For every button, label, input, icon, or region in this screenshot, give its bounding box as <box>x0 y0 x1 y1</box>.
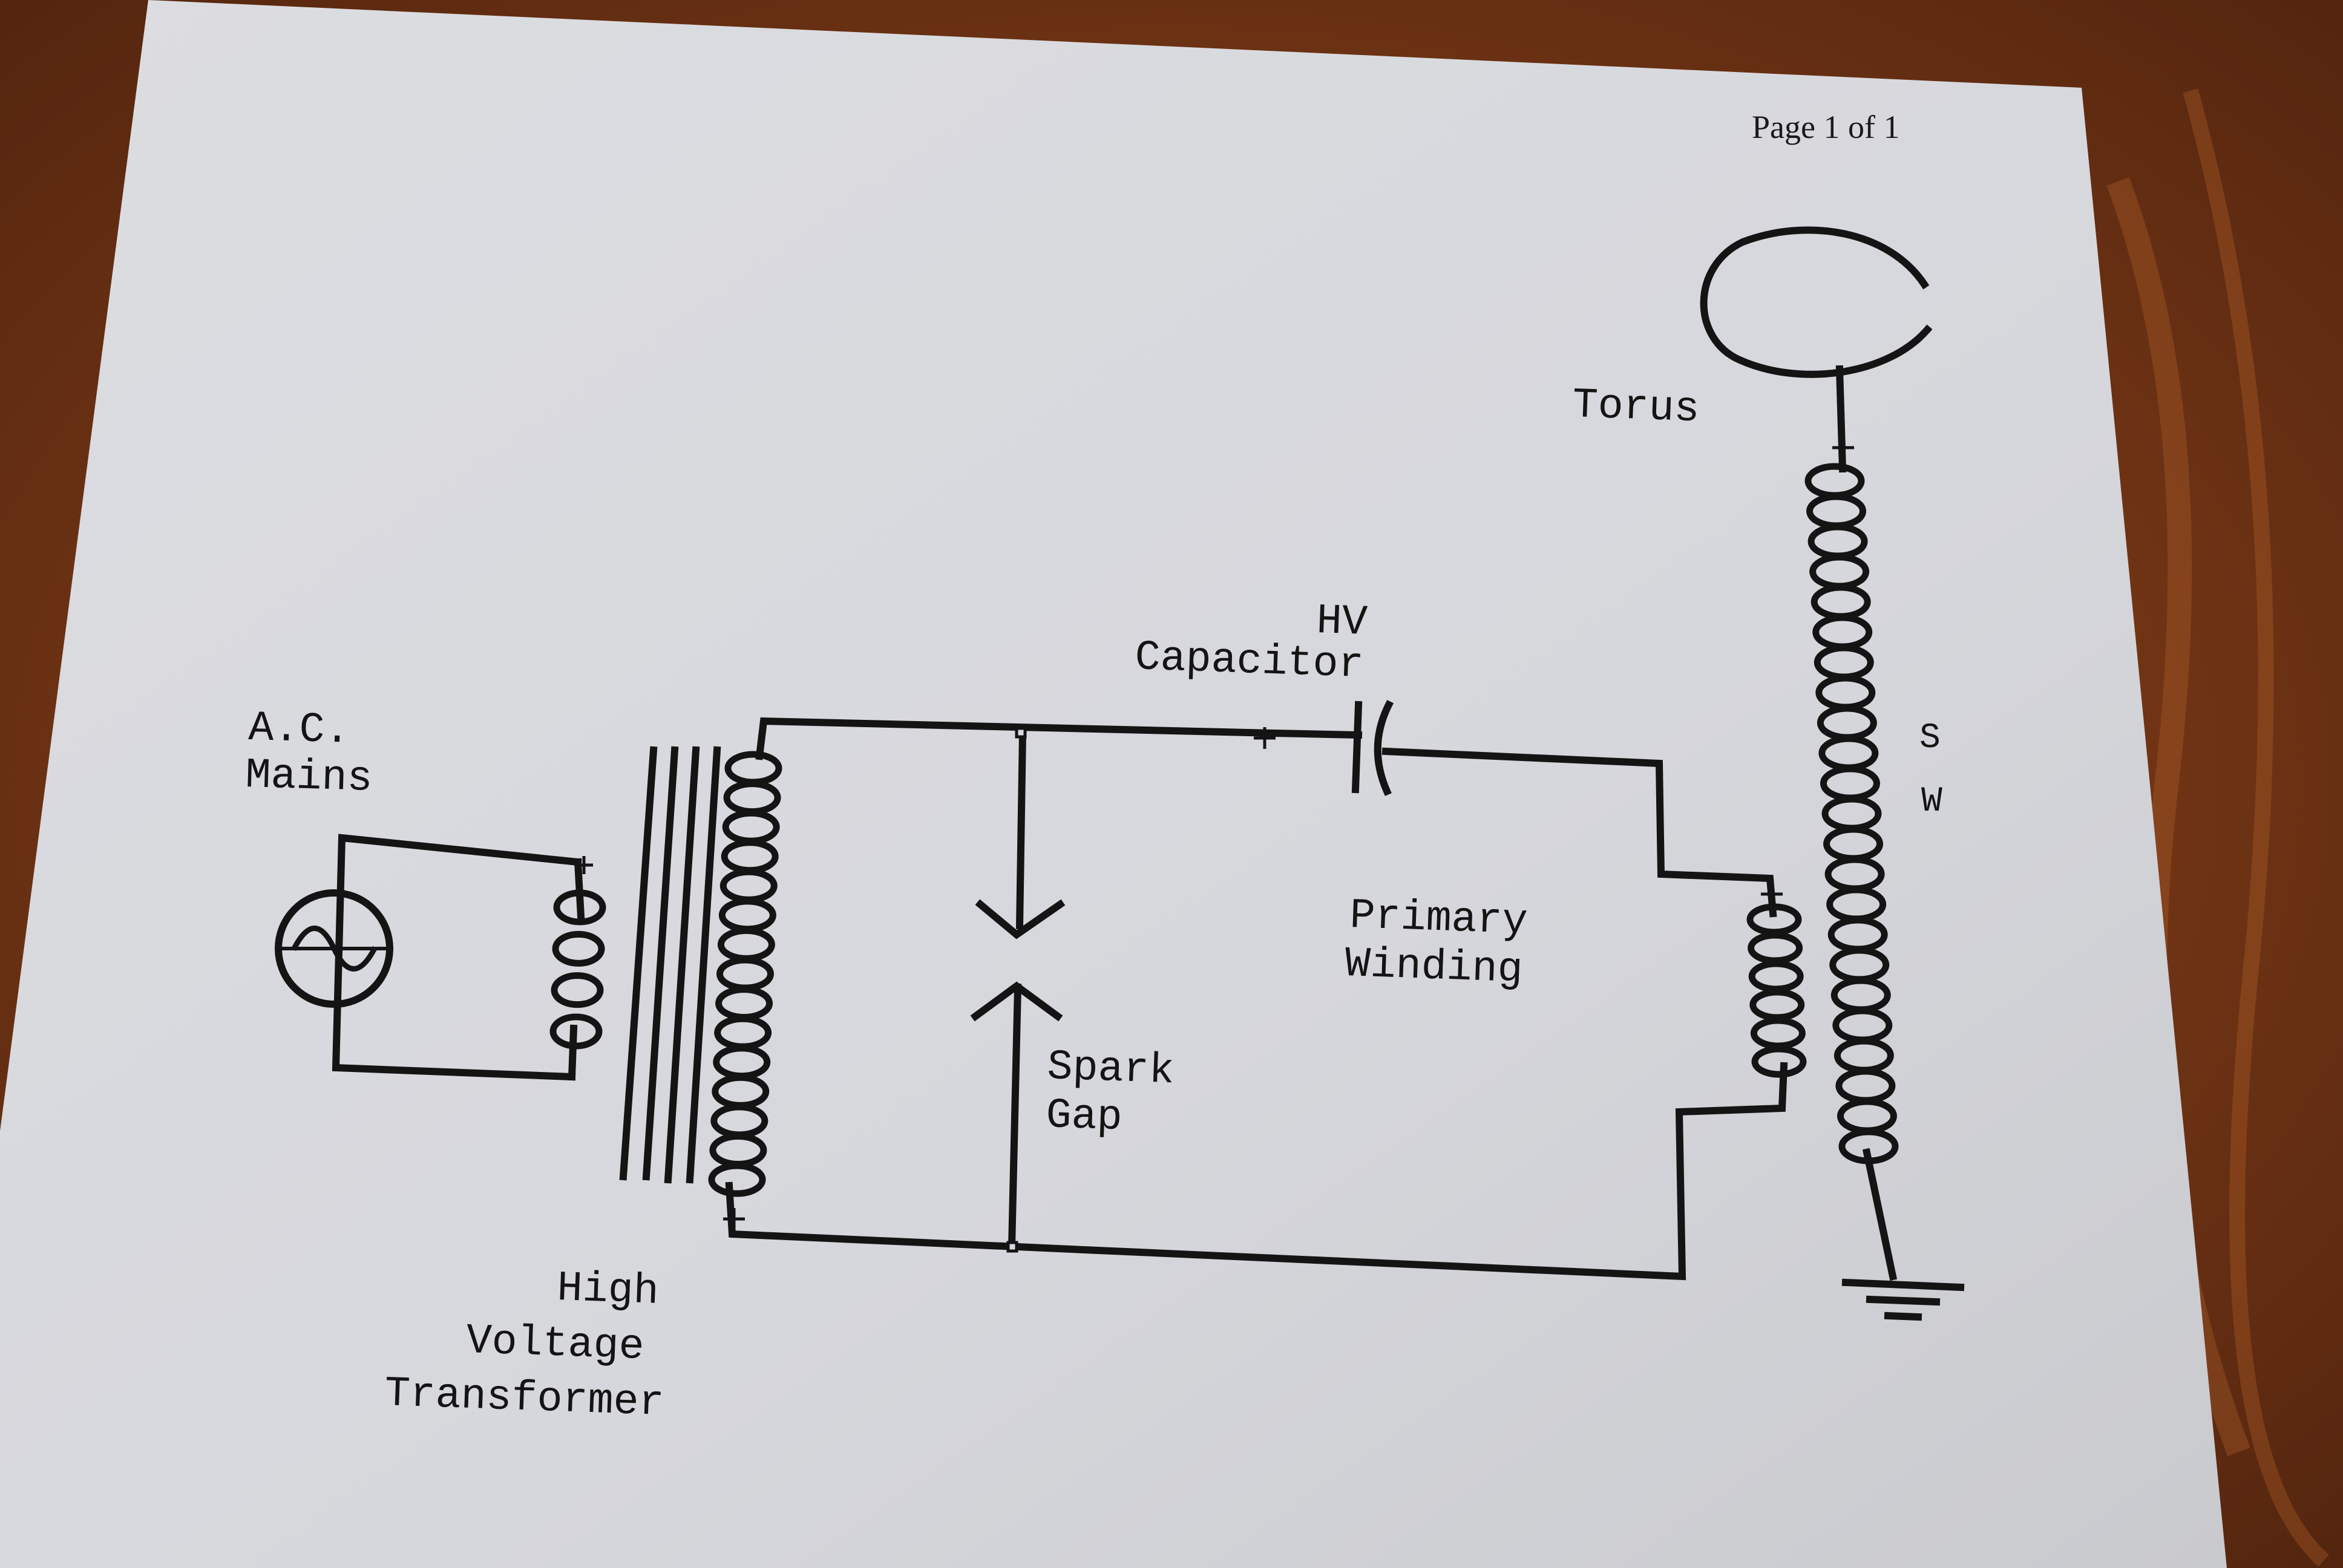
mains-primary-coil <box>549 889 606 1050</box>
transformer-core-line <box>686 746 721 1184</box>
coil-group <box>549 463 1899 1197</box>
primary-winding-label: Primary <box>1349 892 1529 946</box>
hv-secondary-coil <box>708 751 782 1197</box>
mains-wire <box>568 1024 578 1081</box>
ac-mains-label: Mains <box>244 752 373 803</box>
junction-dot <box>1015 727 1027 739</box>
polarity-mark <box>1254 727 1276 749</box>
hv-transformer-label: Voltage <box>465 1318 645 1371</box>
ac-mains-label: A.C. <box>247 705 350 756</box>
spark-gap-top-wire <box>1015 729 1027 930</box>
coil-turn <box>549 1013 603 1050</box>
coil-turn <box>708 1162 766 1197</box>
secondary-label: S <box>1919 719 1941 758</box>
hv-capacitor-label: HV <box>1316 598 1368 647</box>
ac-source-symbol <box>275 889 393 1008</box>
paper-sheet <box>0 0 2227 1568</box>
tesla-secondary-coil <box>1804 463 1899 1165</box>
polarity-mark <box>1832 437 1854 459</box>
junction-dot <box>1006 1241 1018 1253</box>
hv-transformer-label: High <box>556 1265 660 1316</box>
ground-bar-2 <box>1866 1295 1941 1306</box>
ground-bar-1 <box>1841 1278 1965 1292</box>
ground-wire <box>1862 1148 1898 1281</box>
coil-turn <box>1751 1045 1807 1078</box>
polarity-mark <box>575 856 593 874</box>
capacitor-curved-plate <box>1374 699 1394 796</box>
mains-wire <box>574 858 585 921</box>
torus-label: Torus <box>1571 382 1700 434</box>
page-header: Page 1 of 1 <box>1752 109 1899 145</box>
bottom-bus-wire <box>725 1062 1788 1281</box>
hv-capacitor-label: Capacitor <box>1134 634 1365 690</box>
spark-gap-label: Spark <box>1046 1044 1175 1096</box>
secondary-label: W <box>1921 782 1942 822</box>
coil-turn <box>552 930 605 967</box>
polarity-marks <box>575 437 1854 1253</box>
diagram-labels: A.C. Mains High Voltage Transformer Spar… <box>244 382 1942 1428</box>
hv-transformer-label: Transformer <box>384 1370 665 1428</box>
circuit-wiring <box>332 226 1965 1321</box>
ground-bar-3 <box>1884 1312 1922 1321</box>
wood-grain <box>2183 88 2329 1567</box>
transformer-core-line <box>619 746 658 1181</box>
polarity-mark <box>723 1208 745 1230</box>
spark-gap-top-electrode <box>975 899 1066 939</box>
coil-turn <box>1838 1128 1899 1165</box>
spark-gap-label: Gap <box>1045 1092 1123 1142</box>
coil-turn <box>553 889 606 926</box>
transformer-core-line <box>664 746 700 1184</box>
transformer-core-line <box>642 746 679 1181</box>
spark-gap-bottom-wire <box>1008 983 1022 1250</box>
primary-winding-coil <box>1746 903 1807 1078</box>
primary-winding-label: Winding <box>1344 941 1524 995</box>
polarity-mark <box>1761 883 1783 905</box>
ac-sine-wave <box>290 926 378 972</box>
capacitor-flat-plate <box>1351 701 1363 794</box>
coil-turn <box>551 972 604 1008</box>
